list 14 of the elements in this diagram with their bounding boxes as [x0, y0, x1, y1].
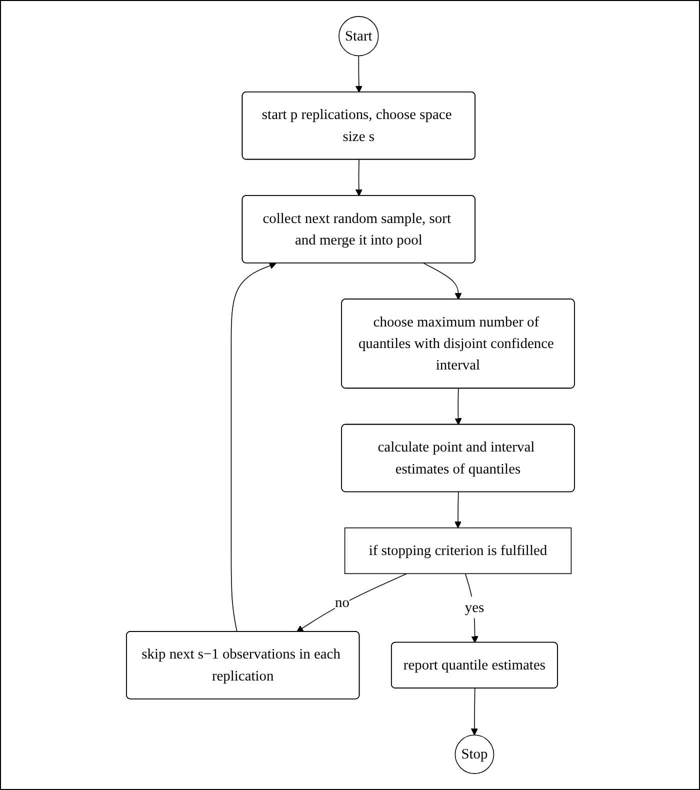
arrow — [354, 55, 362, 93]
arrow — [354, 159, 362, 196]
node-circle: Start — [338, 16, 378, 56]
arrow — [454, 388, 462, 426]
node-box: if stopping criterion is fulfilled — [344, 527, 572, 574]
node-circle: Stop — [454, 734, 494, 774]
edge-label: no — [334, 594, 349, 610]
edge-label: yes — [464, 599, 484, 616]
arrow — [470, 688, 478, 736]
arrow — [296, 573, 407, 632]
arrow — [454, 492, 462, 528]
arrow — [422, 262, 462, 300]
arrow — [230, 262, 276, 632]
arrow — [464, 573, 478, 643]
